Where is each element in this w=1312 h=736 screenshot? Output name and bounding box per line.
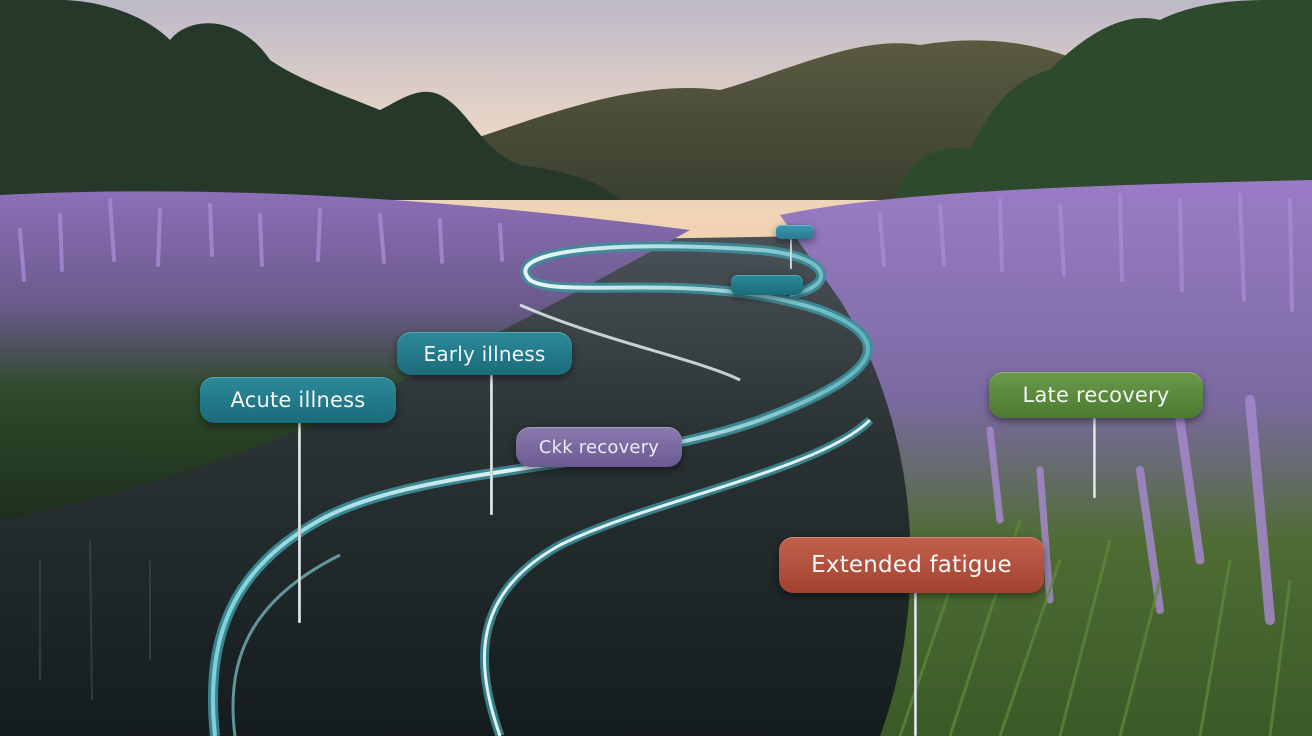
reflections — [39, 539, 151, 701]
sign-pole — [298, 423, 301, 623]
sign-pole — [914, 593, 917, 736]
right-tree-line — [890, 0, 1312, 210]
left-tree-line — [0, 0, 620, 200]
sign-label: Late recovery — [1022, 383, 1170, 407]
lavender-spikes — [18, 193, 1294, 625]
sign-label: Acute illness — [230, 388, 366, 412]
right-lavender-field — [780, 180, 1312, 736]
sign-late-recovery: Late recovery — [989, 372, 1203, 418]
ribbon-path — [207, 241, 874, 736]
sign-pole — [490, 375, 493, 515]
left-lavender-field — [0, 191, 690, 520]
sign-label: Ckk recovery — [538, 436, 660, 458]
distant-sign — [731, 275, 803, 295]
sign-early-illness: Early illness — [397, 332, 572, 375]
sign-pole — [790, 239, 792, 269]
sign-pole — [1093, 418, 1096, 498]
sign-label: Extended fatigue — [811, 552, 1012, 578]
sign-acute-illness: Acute illness — [200, 377, 396, 423]
sign-label: Early illness — [423, 341, 546, 366]
sign-ckk-recovery: Ckk recovery — [516, 427, 682, 467]
grass-blades — [898, 519, 1292, 736]
distant-sign — [776, 225, 814, 239]
sign-extended-fatigue: Extended fatigue — [779, 537, 1044, 593]
